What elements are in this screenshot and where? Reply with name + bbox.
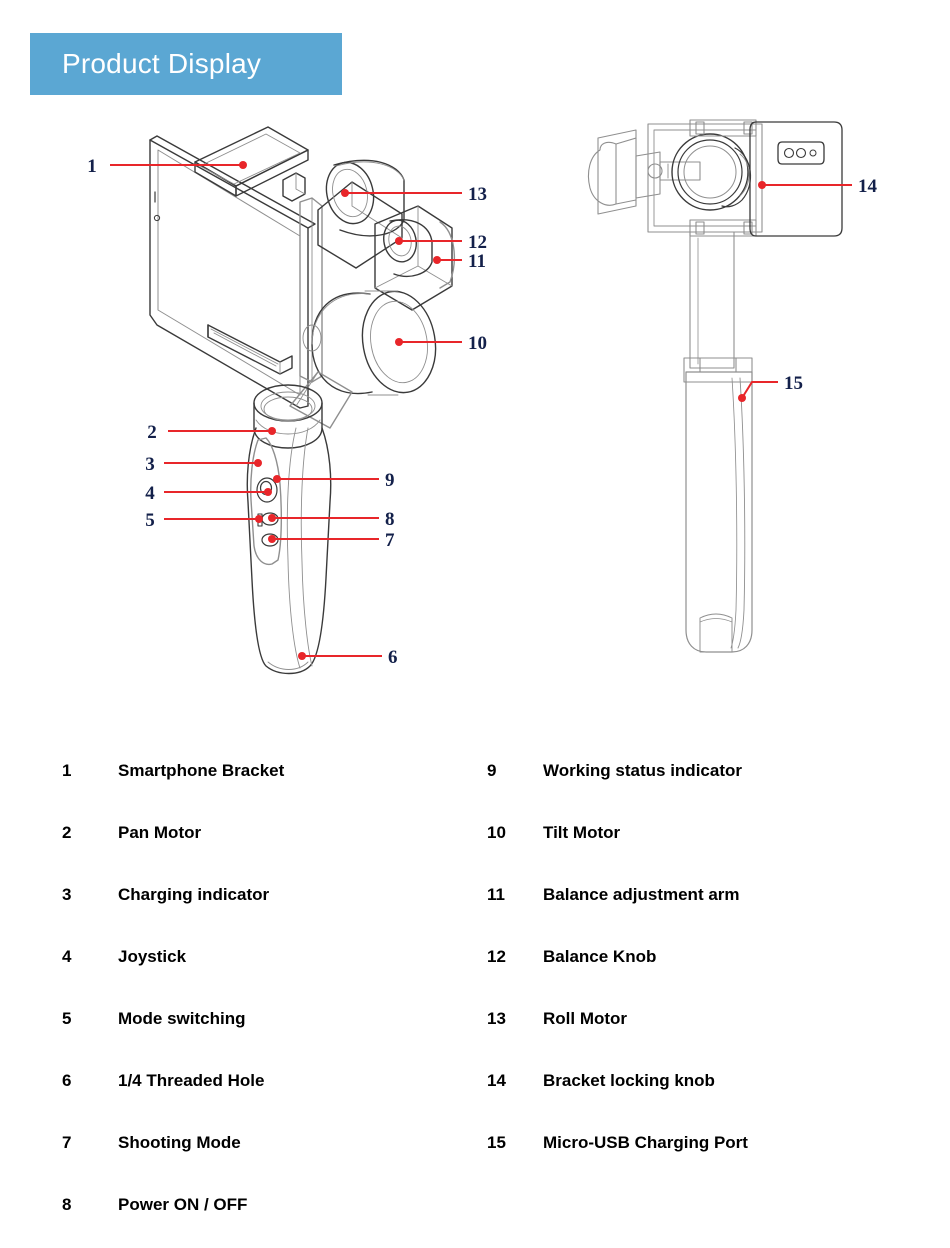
- legend-label: Pan Motor: [118, 823, 202, 842]
- callout-label-10: 10: [468, 333, 487, 354]
- legend-item: 9 Working status indicator: [487, 740, 907, 802]
- callout-9: 9: [273, 470, 395, 491]
- callout-label-7: 7: [385, 530, 395, 551]
- callout-13: 13: [341, 184, 487, 205]
- callout-15: 15: [738, 373, 803, 402]
- legend-item: 8 Power ON / OFF: [62, 1174, 482, 1236]
- legend-item: 7 Shooting Mode: [62, 1112, 482, 1174]
- legend-item: 3 Charging indicator: [62, 864, 482, 926]
- legend-item: 2 Pan Motor: [62, 802, 482, 864]
- callout-10: 10: [395, 333, 487, 354]
- legend-number: 5: [62, 1009, 72, 1028]
- gimbal-front-illustration: [149, 126, 455, 675]
- callout-label-1: 1: [87, 156, 97, 177]
- legend-number: 3: [62, 885, 72, 904]
- callout-label-14: 14: [858, 176, 878, 197]
- product-diagram-area: 1 13 12 11 10: [0, 110, 950, 710]
- legend-number: 14: [487, 1071, 506, 1090]
- callout-label-4: 4: [145, 483, 155, 504]
- legend-label: Joystick: [118, 947, 187, 966]
- legend-number: 10: [487, 823, 506, 842]
- legend-label: 1/4 Threaded Hole: [118, 1071, 265, 1090]
- legend-number: 7: [62, 1133, 72, 1152]
- legend-number: 12: [487, 947, 506, 966]
- legend-item: 5 Mode switching: [62, 988, 482, 1050]
- callout-12: 12: [395, 232, 487, 253]
- legend-item: 4 Joystick: [62, 926, 482, 988]
- legend-item: 11 Balance adjustment arm: [487, 864, 907, 926]
- legend-item: 12 Balance Knob: [487, 926, 907, 988]
- legend-label: Smartphone Bracket: [118, 761, 285, 780]
- legend-item: 6 1/4 Threaded Hole: [62, 1050, 482, 1112]
- legend-label: Roll Motor: [543, 1009, 628, 1028]
- callout-4: 4: [145, 483, 272, 504]
- legend-number: 6: [62, 1071, 72, 1090]
- header-banner: Product Display: [30, 33, 342, 95]
- legend-label: Mode switching: [118, 1009, 246, 1028]
- callout-label-15: 15: [784, 373, 803, 394]
- callout-14: 14: [758, 176, 878, 197]
- callout-7: 7: [268, 530, 395, 551]
- legend-label: Charging indicator: [118, 885, 270, 904]
- callout-label-6: 6: [388, 647, 398, 668]
- legend-label: Tilt Motor: [543, 823, 621, 842]
- legend-number: 9: [487, 761, 497, 780]
- page-title: Product Display: [62, 48, 262, 79]
- legend-label: Micro-USB Charging Port: [543, 1133, 748, 1152]
- callout-layer: 1 13 12 11 10: [87, 156, 877, 668]
- callout-label-12: 12: [468, 232, 487, 253]
- legend-item: 15 Micro-USB Charging Port: [487, 1112, 907, 1174]
- legend-label: Balance Knob: [543, 947, 657, 966]
- legend-number: 11: [487, 885, 505, 904]
- callout-6: 6: [298, 647, 398, 668]
- callout-label-5: 5: [145, 510, 155, 531]
- legend-item: 1 Smartphone Bracket: [62, 740, 482, 802]
- legend-item: 14 Bracket locking knob: [487, 1050, 907, 1112]
- legend-number: 15: [487, 1133, 506, 1152]
- legend-label: Power ON / OFF: [118, 1195, 248, 1214]
- legend-label: Shooting Mode: [118, 1133, 241, 1152]
- callout-label-2: 2: [147, 422, 157, 443]
- legend-number: 13: [487, 1009, 506, 1028]
- gimbal-rear-illustration: [587, 119, 843, 653]
- legend-number: 8: [62, 1195, 72, 1214]
- legend-column-right: 9 Working status indicator 10 Tilt Motor…: [487, 740, 907, 1174]
- callout-label-3: 3: [145, 454, 155, 475]
- legend-label: Bracket locking knob: [543, 1071, 715, 1090]
- legend-column-left: 1 Smartphone Bracket 2 Pan Motor 3 Charg…: [62, 740, 482, 1236]
- callout-2: 2: [147, 422, 276, 443]
- callout-label-13: 13: [468, 184, 487, 205]
- callout-label-9: 9: [385, 470, 395, 491]
- callout-1: 1: [87, 156, 247, 177]
- callout-label-8: 8: [385, 509, 395, 530]
- legend-item: 13 Roll Motor: [487, 988, 907, 1050]
- legend-item: 10 Tilt Motor: [487, 802, 907, 864]
- callout-8: 8: [268, 509, 395, 530]
- callout-11: 11: [433, 251, 486, 272]
- legend-number: 1: [62, 761, 72, 780]
- legend-number: 2: [62, 823, 72, 842]
- callout-3: 3: [145, 454, 262, 475]
- callout-5: 5: [145, 510, 263, 531]
- legend-number: 4: [62, 947, 72, 966]
- callout-label-11: 11: [468, 251, 486, 272]
- legend-label: Working status indicator: [543, 761, 742, 780]
- legend-label: Balance adjustment arm: [543, 885, 740, 904]
